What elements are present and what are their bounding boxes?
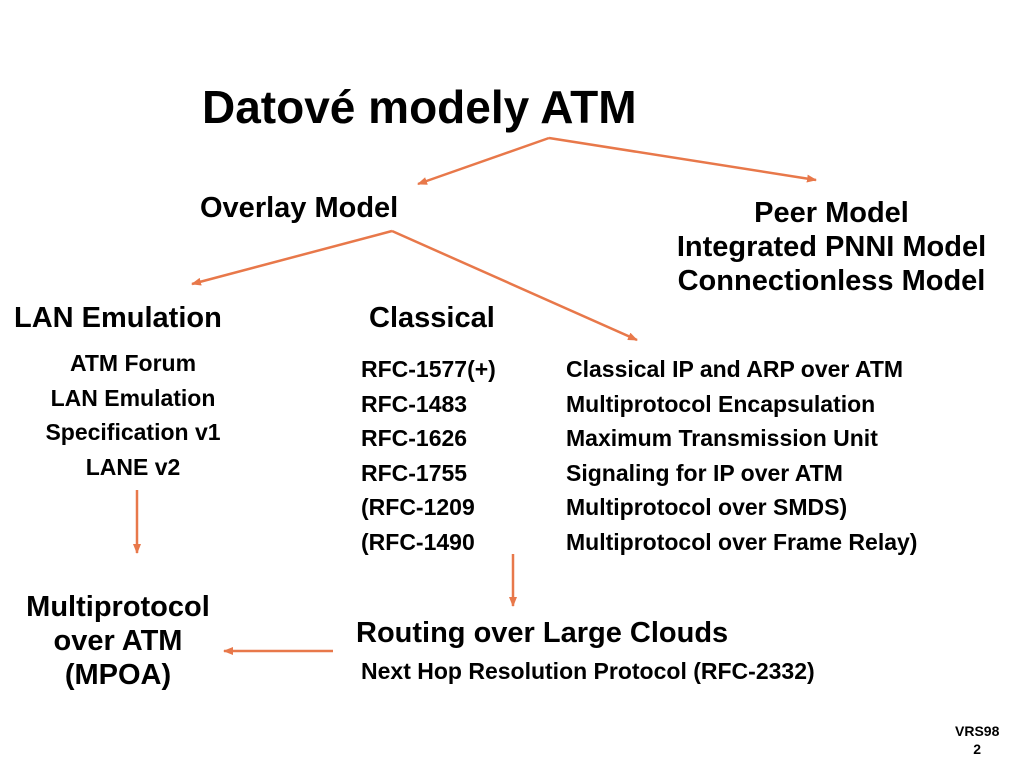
rfc-description: Multiprotocol over Frame Relay) <box>566 528 918 555</box>
arrow-title-to-peer <box>548 136 817 183</box>
rfc-item: RFC-1626 <box>361 425 468 451</box>
connectionless-label: Connectionless Model <box>677 265 986 297</box>
slide-footer: VRS98 2 <box>955 722 999 758</box>
arrow-title-to-overlay <box>417 136 550 186</box>
lane-line: LANE v2 <box>85 453 181 480</box>
mpoa-line: (MPOA) <box>64 659 172 691</box>
rfc-description: Signaling for IP over ATM <box>566 459 843 486</box>
page-number: 2 <box>973 741 982 757</box>
rfc-item: (RFC-1490 <box>361 528 475 555</box>
lane-line: ATM Forum <box>69 350 197 376</box>
mpoa-line: Multiprotocol <box>26 591 210 623</box>
lane-line: Specification v1 <box>45 419 221 445</box>
rfc-item: (RFC-1209 <box>361 494 475 520</box>
lane-line: LAN Emulation <box>50 384 216 411</box>
rfc-description-list: Classical IP and ARP over ATM Multiproto… <box>566 352 917 559</box>
footer-label: VRS98 <box>955 723 1000 739</box>
lan-emulation-details: ATM Forum LAN Emulation Specification v1… <box>22 346 244 484</box>
rfc-list: RFC-1577(+) RFC-1483 RFC-1626 RFC-1755 (… <box>361 352 496 559</box>
peer-model-label: Peer Model <box>754 197 909 229</box>
peer-model-block: Peer Model Integrated PNNI Model Connect… <box>651 196 1012 298</box>
nhrp-label: Next Hop Resolution Protocol (RFC-2332) <box>361 658 815 684</box>
arrow-overlay-to-classical <box>391 229 638 342</box>
rfc-item: RFC-1483 <box>361 390 468 417</box>
overlay-model-label: Overlay Model <box>200 192 399 224</box>
rfc-description: Classical IP and ARP over ATM <box>566 356 904 382</box>
routing-heading: Routing over Large Clouds <box>356 617 729 649</box>
rfc-item: RFC-1577(+) <box>361 356 496 382</box>
rfc-description: Maximum Transmission Unit <box>566 425 878 451</box>
rfc-description: Multiprotocol over SMDS) <box>566 494 848 520</box>
page-title: Datové modely ATM <box>202 81 637 133</box>
rfc-description: Multiprotocol Encapsulation <box>566 390 876 417</box>
classical-heading: Classical <box>369 302 495 334</box>
rfc-item: RFC-1755 <box>361 459 468 486</box>
lan-emulation-heading: LAN Emulation <box>14 302 222 334</box>
mpoa-block: Multiprotocol over ATM (MPOA) <box>0 590 236 692</box>
arrow-overlay-to-lane <box>191 229 393 286</box>
integrated-pnni-label: Integrated PNNI Model <box>676 231 987 263</box>
mpoa-line: over ATM <box>53 625 183 657</box>
